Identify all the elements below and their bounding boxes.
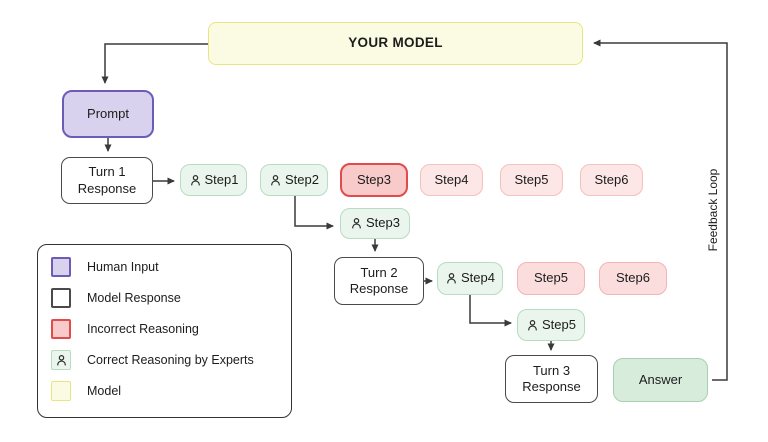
legend-label: Correct Reasoning by Experts bbox=[87, 353, 254, 367]
incorrect-reasoning-swatch bbox=[51, 319, 71, 339]
step-label: Step3 bbox=[357, 171, 391, 187]
step-label: Step3 bbox=[366, 215, 400, 231]
row2-step3-expert: Step3 bbox=[340, 208, 410, 239]
turn1-response-box: Turn 1 Response bbox=[61, 157, 153, 204]
step-label: Step4 bbox=[434, 171, 469, 187]
turn2-response-box: Turn 2 Response bbox=[334, 257, 424, 305]
legend-label: Incorrect Reasoning bbox=[87, 322, 199, 336]
step-label: Step5 bbox=[542, 316, 576, 332]
person-icon bbox=[269, 174, 282, 187]
step-label: Step6 bbox=[594, 171, 629, 187]
legend-label: Model Response bbox=[87, 291, 181, 305]
legend-item-model: Model bbox=[51, 381, 283, 401]
person-icon bbox=[189, 174, 202, 187]
step-label: Step1 bbox=[204, 171, 239, 187]
arrow-step2-to-step3 bbox=[294, 196, 334, 230]
legend: Human Input Model Response Incorrect Rea… bbox=[37, 244, 292, 418]
legend-item-incorrect-reasoning: Incorrect Reasoning bbox=[51, 319, 283, 339]
legend-item-human-input: Human Input bbox=[51, 257, 283, 277]
row1-step5-faded: Step5 bbox=[500, 164, 563, 196]
person-icon bbox=[526, 319, 539, 332]
legend-label: Human Input bbox=[87, 260, 159, 274]
human-input-swatch bbox=[51, 257, 71, 277]
step-label: Step5 bbox=[514, 171, 549, 187]
prompt-box: Prompt bbox=[62, 90, 154, 138]
row2-step4-expert: Step4 bbox=[437, 262, 503, 295]
person-icon bbox=[56, 354, 66, 365]
arrow-model-to-prompt bbox=[101, 43, 208, 84]
row1-step1-expert: Step1 bbox=[180, 164, 247, 196]
row3-step5-expert: Step5 bbox=[517, 309, 585, 341]
model-swatch bbox=[51, 381, 71, 401]
step-label: Step2 bbox=[285, 171, 319, 187]
arrow-step4-to-step5 bbox=[469, 295, 512, 327]
row2-step6-faded: Step6 bbox=[599, 262, 667, 295]
row2-step5-faded: Step5 bbox=[517, 262, 585, 295]
your-model-box: YOUR MODEL bbox=[208, 22, 583, 65]
row1-step4-faded: Step4 bbox=[420, 164, 483, 196]
step-label: Step5 bbox=[534, 270, 568, 286]
step-label: Step6 bbox=[616, 270, 650, 286]
answer-box: Answer bbox=[613, 358, 708, 402]
person-icon bbox=[445, 272, 458, 285]
row1-step2-expert: Step2 bbox=[260, 164, 328, 196]
legend-label: Model bbox=[87, 384, 122, 398]
legend-item-correct-reasoning: Correct Reasoning by Experts bbox=[51, 350, 283, 370]
model-response-swatch bbox=[51, 288, 71, 308]
step-label: Step4 bbox=[461, 270, 495, 286]
person-icon bbox=[350, 217, 363, 230]
feedback-loop-label: Feedback Loop bbox=[706, 168, 720, 252]
row1-step3-incorrect: Step3 bbox=[340, 163, 408, 197]
row1-step6-faded: Step6 bbox=[580, 164, 643, 196]
turn3-response-box: Turn 3 Response bbox=[505, 355, 598, 403]
legend-item-model-response: Model Response bbox=[51, 288, 283, 308]
correct-reasoning-swatch bbox=[51, 350, 71, 370]
